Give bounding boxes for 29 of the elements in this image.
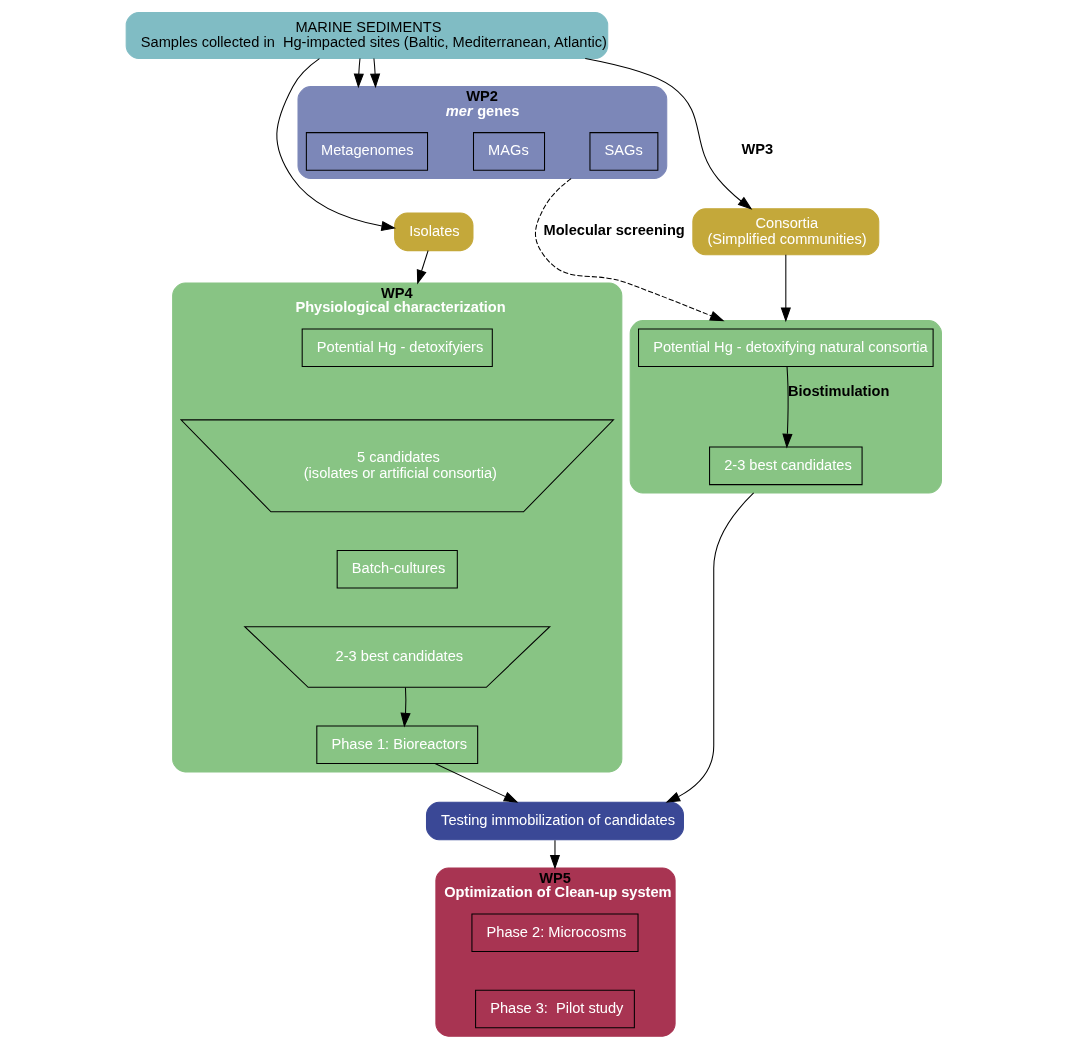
edge-label: Molecular screening	[543, 221, 685, 238]
node-box: Consortia (Simplified communities)	[692, 208, 880, 256]
node-box: Testing immobilization of candidates	[425, 801, 684, 841]
node-box: Phase 2: Microcosms	[471, 913, 639, 953]
cluster	[629, 320, 942, 494]
arrow	[782, 366, 793, 449]
node-box: SAGs	[589, 132, 659, 171]
arrow	[400, 687, 411, 728]
arrow	[369, 57, 381, 89]
node-box: Potential Hg - detoxifying natural consortia	[638, 328, 934, 368]
node-box: 2-3 best candidates	[709, 446, 863, 486]
arrow	[665, 492, 755, 803]
edge-label: Biostimulation	[787, 383, 890, 400]
arrow	[416, 250, 429, 285]
arrow	[584, 58, 753, 210]
node-box: Metagenomes	[305, 132, 429, 171]
node-box: Potential Hg - detoxifyiers	[301, 328, 493, 368]
arrow	[534, 178, 725, 322]
label: WP3	[741, 141, 774, 158]
arrow	[549, 839, 561, 870]
node-box: MAGs	[473, 132, 546, 171]
node-box: Phase 3: Pilot study	[475, 989, 635, 1029]
arrow	[353, 57, 364, 89]
node-box: Batch-cultures	[336, 549, 458, 589]
arrow	[276, 58, 396, 232]
arrow	[780, 254, 791, 323]
node-box: Isolates	[394, 212, 474, 252]
node-box: Phase 1: Bioreactors	[316, 725, 479, 765]
node-box: MARINE SEDIMENTS Samples collected in Hg-impacted sites (Baltic, Mediterranean, Atlantic)	[125, 11, 609, 59]
